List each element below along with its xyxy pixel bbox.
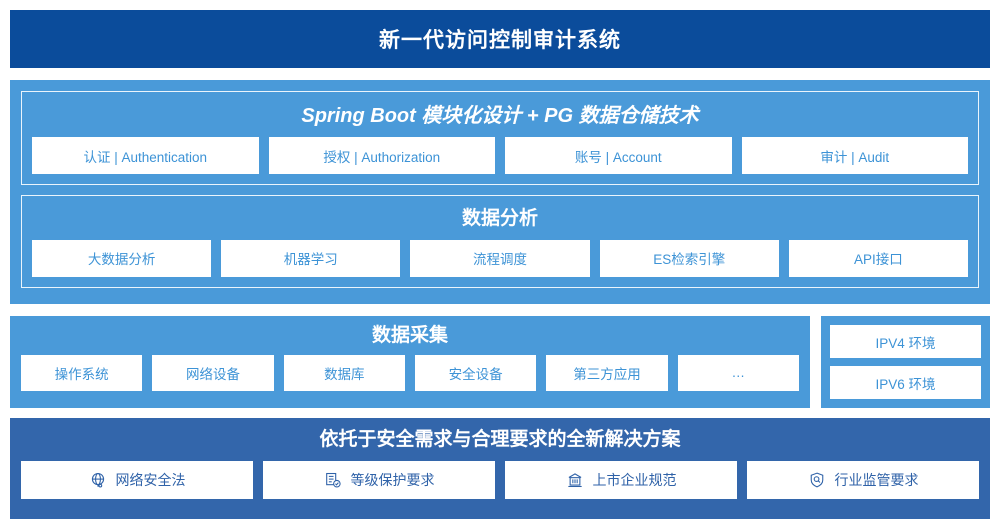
collection-layer-container: 数据采集 操作系统 网络设备 数据库 安全设备 第三方应用 … IPV4 环境 … (10, 316, 990, 408)
platform-item-authorization[interactable]: 授权 | Authorization (268, 137, 495, 174)
analysis-item-bigdata[interactable]: 大数据分析 (32, 239, 212, 277)
page-title-bar: 新一代访问控制审计系统 (10, 10, 990, 68)
collection-item-row: 操作系统 网络设备 数据库 安全设备 第三方应用 … (21, 354, 799, 391)
platform-heading: Spring Boot 模块化设计 + PG 数据仓储技术 (301, 105, 699, 127)
collection-item-more[interactable]: … (677, 354, 799, 391)
collection-item-network-device[interactable]: 网络设备 (152, 354, 274, 391)
compliance-item-label: 行业监管要求 (834, 471, 919, 488)
analysis-heading: 数据分析 (461, 208, 538, 229)
analysis-item-es-search[interactable]: ES检索引擎 (599, 239, 779, 277)
platform-panel: Spring Boot 模块化设计 + PG 数据仓储技术 认证 | Authe… (21, 91, 979, 185)
collection-item-os[interactable]: 操作系统 (21, 354, 143, 391)
compliance-item-classified-protection[interactable]: 等级保护要求 (263, 460, 495, 499)
platform-item-account[interactable]: 账号 | Account (505, 137, 732, 174)
environment-item-ipv6[interactable]: IPV6 环境 (830, 366, 981, 399)
compliance-heading: 依托于安全需求与合理要求的全新解决方案 (319, 429, 681, 450)
compliance-item-label: 网络安全法 (115, 471, 186, 488)
analysis-item-api[interactable]: API接口 (788, 239, 969, 277)
analysis-panel: 数据分析 大数据分析 机器学习 流程调度 ES检索引擎 API接口 (21, 195, 979, 288)
platform-item-audit[interactable]: 审计 | Audit (741, 137, 968, 174)
platform-item-authentication[interactable]: 认证 | Authentication (32, 137, 259, 174)
globe-network-icon (89, 471, 107, 489)
analysis-item-process-scheduling[interactable]: 流程调度 (410, 239, 590, 277)
compliance-item-label: 等级保护要求 (350, 471, 435, 488)
environment-panel: IPV4 环境 IPV6 环境 (821, 316, 990, 408)
compliance-item-listed-company-standard[interactable]: 上市企业规范 (505, 460, 737, 499)
analysis-item-machine-learning[interactable]: 机器学习 (221, 239, 401, 277)
collection-item-third-party-app[interactable]: 第三方应用 (546, 354, 668, 391)
environment-item-ipv4[interactable]: IPV4 环境 (830, 325, 981, 358)
upper-layer-container: Spring Boot 模块化设计 + PG 数据仓储技术 认证 | Authe… (10, 80, 990, 304)
analysis-item-row: 大数据分析 机器学习 流程调度 ES检索引擎 API接口 (32, 239, 969, 277)
compliance-item-cybersecurity-law[interactable]: 网络安全法 (21, 460, 253, 499)
bank-building-icon (566, 471, 584, 489)
compliance-item-label: 上市企业规范 (592, 471, 677, 488)
collection-heading: 数据采集 (371, 325, 448, 346)
compliance-item-industry-supervision[interactable]: 行业监管要求 (747, 460, 979, 499)
shield-search-icon (808, 471, 826, 489)
document-check-icon (324, 471, 342, 489)
collection-item-security-device[interactable]: 安全设备 (414, 354, 537, 391)
collection-item-database[interactable]: 数据库 (283, 354, 405, 391)
compliance-item-row: 网络安全法 等级保护要求 (21, 460, 979, 499)
collection-panel: 数据采集 操作系统 网络设备 数据库 安全设备 第三方应用 … (10, 316, 810, 408)
page-title: 新一代访问控制审计系统 (379, 29, 621, 52)
compliance-panel: 依托于安全需求与合理要求的全新解决方案 网络安全法 (10, 418, 990, 519)
platform-item-row: 认证 | Authentication 授权 | Authorization 账… (32, 137, 968, 174)
